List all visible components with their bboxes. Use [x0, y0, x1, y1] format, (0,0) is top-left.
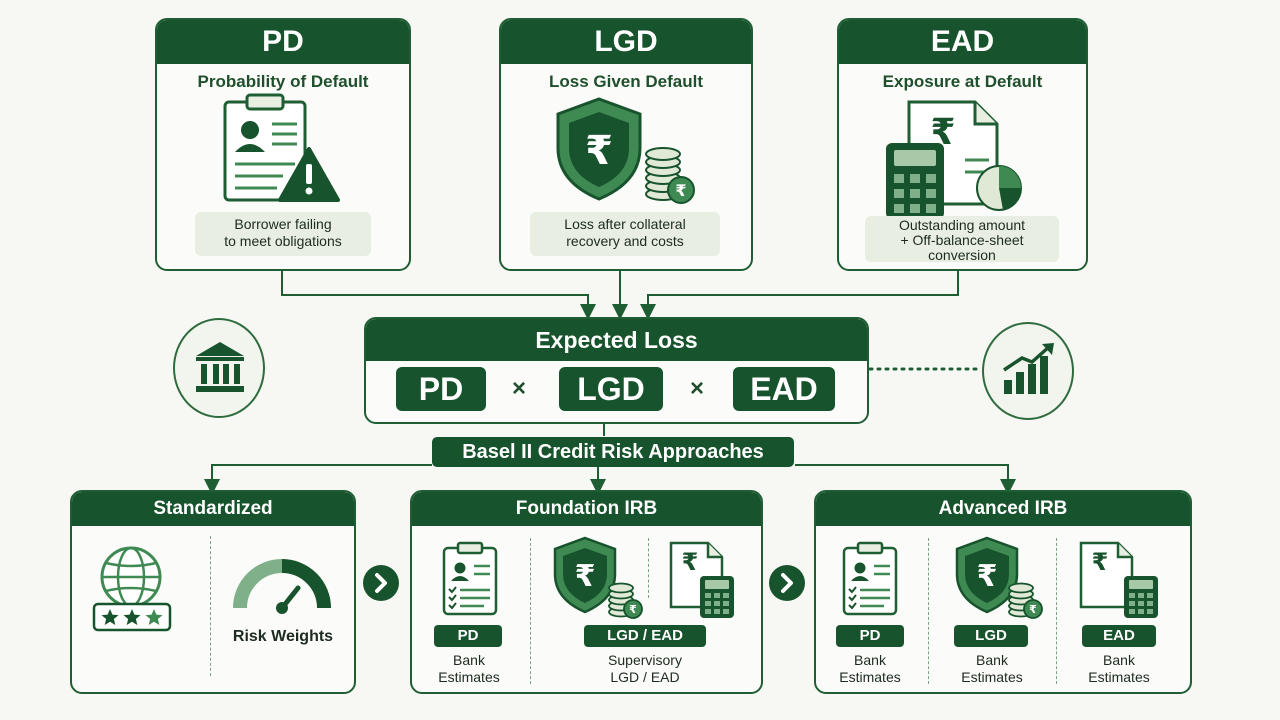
pie-chart-icon [976, 165, 1022, 211]
formula-factor-ead: EAD [733, 367, 835, 411]
warning-icon [278, 147, 340, 202]
rupee-shield-icon: ₹ [556, 97, 642, 201]
divider [648, 538, 649, 598]
basel-approaches-title: Basel II Credit Risk Approaches [432, 437, 794, 467]
pd-card-title: PD [157, 20, 409, 64]
divider [210, 536, 211, 676]
rupee-symbol: ₹ [575, 559, 596, 594]
advanced-ead-pill: EAD [1082, 625, 1156, 647]
chevron-right-icon [769, 565, 805, 601]
divider [530, 538, 531, 684]
ead-description-line: + Off-balance-sheet [900, 232, 1024, 248]
lgd-description: Loss after collateral recovery and costs [530, 212, 720, 256]
star-rating-icon [92, 602, 172, 632]
lgd-description-line: recovery and costs [566, 233, 684, 249]
standardized-title: Standardized [72, 492, 354, 526]
rupee-symbol: ₹ [977, 559, 998, 594]
growth-circle [982, 322, 1074, 420]
clipboard-icon [223, 93, 307, 202]
formula-factor-pd: PD [396, 367, 486, 411]
caption-line: Bank [976, 652, 1008, 668]
pd-description: Borrower failing to meet obligations [195, 212, 371, 256]
ead-card-title: EAD [839, 20, 1086, 64]
foundation-pd-pill: PD [434, 625, 502, 647]
multiply-sign: × [690, 375, 705, 402]
pd-card-subtitle: Probability of Default [197, 72, 369, 91]
globe-icon [100, 546, 162, 608]
chevron-right-icon [363, 565, 399, 601]
calculator-icon [700, 576, 734, 618]
foundation-irb-title: Foundation IRB [412, 492, 761, 526]
caption-line: Estimates [1088, 669, 1150, 685]
foundation-lgd-ead-caption: Supervisory LGD / EAD [580, 652, 710, 686]
advanced-lgd-caption: Bank Estimates [942, 652, 1042, 686]
lgd-card-title: LGD [501, 20, 751, 64]
coin-stack-icon: ₹ [645, 147, 695, 204]
caption-line: Estimates [438, 669, 500, 685]
ead-card-subtitle: Exposure at Default [882, 72, 1043, 91]
lgd-card-subtitle: Loss Given Default [549, 72, 703, 91]
coin-stack-icon: ₹ [1008, 582, 1043, 619]
chevron-right-icon [375, 573, 387, 593]
ead-description: Outstanding amount + Off-balance-sheet c… [865, 216, 1059, 263]
pd-description-line: Borrower failing [234, 216, 332, 232]
risk-weights-label: Risk Weights [232, 628, 334, 645]
caption-line: Estimates [961, 669, 1023, 685]
coin-rupee-symbol: ₹ [675, 181, 686, 200]
rupee-shield-icon: ₹ [955, 536, 1019, 614]
calculator-icon [886, 143, 944, 219]
expected-loss-title: Expected Loss [366, 319, 867, 361]
caption-line: Bank [453, 652, 485, 668]
divider [1056, 538, 1057, 684]
growth-chart-icon [1003, 343, 1054, 394]
expected-loss-box: Expected Loss PD × LGD × EAD [364, 317, 869, 424]
advanced-pd-pill: PD [836, 625, 904, 647]
foundation-lgd-ead-pill: LGD / EAD [584, 625, 706, 647]
chevron-right-icon [781, 573, 793, 593]
caption-line: Supervisory [608, 652, 682, 668]
coin-stack-icon: ₹ [608, 582, 643, 619]
advanced-irb-title: Advanced IRB [816, 492, 1190, 526]
coin-rupee-symbol: ₹ [629, 603, 637, 616]
gauge-icon [233, 559, 331, 614]
lgd-description-line: Loss after collateral [564, 216, 686, 232]
caption-line: LGD / EAD [610, 669, 680, 685]
ead-description-line: conversion [928, 247, 996, 263]
rupee-document-icon: ₹ [1079, 541, 1134, 609]
caption-line: Bank [1103, 652, 1135, 668]
multiply-sign: × [512, 375, 527, 402]
clipboard-icon [842, 541, 898, 616]
document-rupee-symbol: ₹ [1092, 548, 1109, 576]
foundation-pd-caption: Bank Estimates [422, 652, 516, 686]
advanced-irb-card: Advanced IRB ₹ ₹ ₹ [814, 490, 1192, 694]
ead-description-line: Outstanding amount [898, 217, 1026, 233]
rupee-shield-icon: ₹ [553, 536, 617, 614]
caption-line: Estimates [839, 669, 901, 685]
lgd-card: LGD Loss Given Default ₹ ₹ Loss after co… [499, 18, 753, 271]
caption-line: Bank [854, 652, 886, 668]
formula-factor-lgd: LGD [559, 367, 663, 411]
standardized-card: Standardized Risk Weights [70, 490, 356, 694]
clipboard-icon [442, 541, 498, 616]
bank-icon [196, 342, 244, 392]
coin-rupee-symbol: ₹ [1029, 603, 1037, 616]
divider [928, 538, 929, 684]
foundation-irb-card: Foundation IRB ₹ ₹ ₹ [410, 490, 763, 694]
ead-card: EAD Exposure at Default ₹ Outstanding am… [837, 18, 1088, 271]
advanced-lgd-pill: LGD [954, 625, 1028, 647]
pd-description-line: to meet obligations [224, 233, 342, 249]
rupee-symbol: ₹ [585, 128, 613, 174]
advanced-pd-caption: Bank Estimates [824, 652, 916, 686]
document-rupee-symbol: ₹ [682, 548, 699, 576]
pd-card: PD Probability of Default Borrower faili… [155, 18, 411, 271]
advanced-ead-caption: Bank Estimates [1069, 652, 1169, 686]
calculator-icon [1124, 576, 1158, 618]
bank-circle [173, 318, 265, 418]
